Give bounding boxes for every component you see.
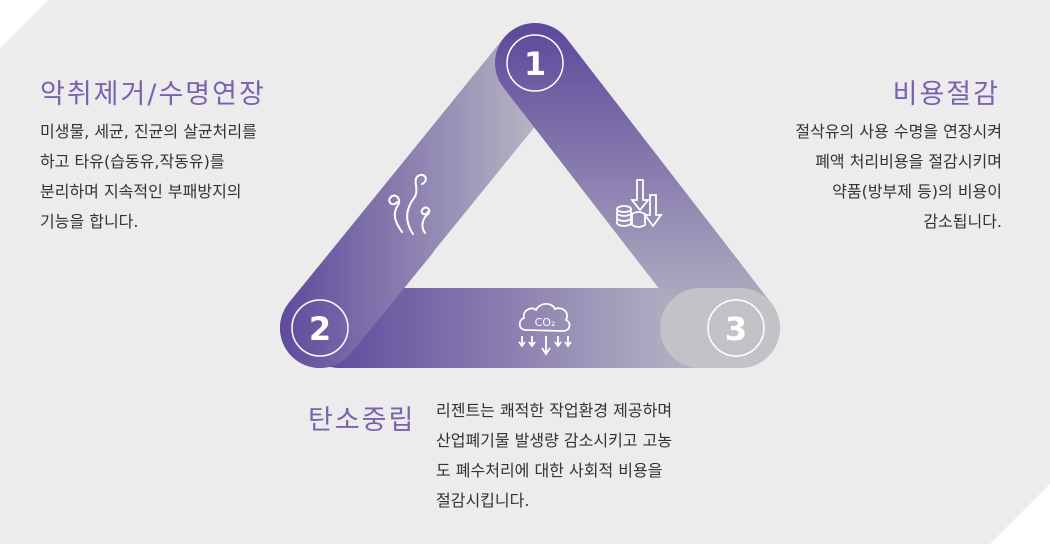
desc-line: 분리하며 지속적인 부패방지의	[40, 182, 242, 201]
desc-line: 산업폐기물 발생량 감소시키고 고농	[436, 431, 673, 450]
desc-line: 감소됩니다.	[923, 212, 1002, 231]
co2-cloud-down-icon: CO₂	[518, 302, 572, 356]
node-1: 1	[506, 34, 564, 92]
co2-label: CO₂	[535, 316, 556, 329]
desc-line: 폐액 처리비용을 절감시키며	[815, 152, 1002, 171]
band-1-to-2-overlap	[280, 190, 440, 368]
coins-down-icon	[616, 179, 663, 228]
desc-line: 절삭유의 사용 수명을 연장시켜	[795, 122, 1002, 141]
node-1-number: 1	[524, 45, 546, 83]
node-3-number: 3	[725, 310, 747, 348]
desc-line: 기능을 합니다.	[40, 212, 139, 231]
node-3: 3	[707, 299, 765, 357]
odor-removal-description: 미생물, 세균, 진균의 살균처리를 하고 타유(습동유,작동유)를 분리하며 …	[40, 117, 257, 237]
desc-line: 하고 타유(습동유,작동유)를	[40, 152, 225, 171]
corner-decoration-top-left	[0, 0, 48, 48]
cost-saving-description: 절삭유의 사용 수명을 연장시켜 폐액 처리비용을 절감시키며 약품(방부제 등…	[795, 117, 1002, 237]
desc-line: 미생물, 세균, 진균의 살균처리를	[40, 122, 257, 141]
node-2-number: 2	[309, 310, 331, 348]
smell-waves-icon	[388, 174, 431, 235]
corner-decoration-bottom-right	[990, 484, 1050, 544]
carbon-neutral-title: 탄소중립	[308, 405, 416, 436]
desc-line: 리젠트는 쾌적한 작업환경 제공하며	[436, 401, 673, 420]
cost-saving-title: 비용절감	[892, 79, 1000, 110]
node-2: 2	[291, 299, 349, 357]
desc-line: 약품(방부제 등)의 비용이	[832, 182, 1002, 201]
odor-removal-title: 악취제거/수명연장	[40, 79, 266, 110]
carbon-neutral-description: 리젠트는 쾌적한 작업환경 제공하며 산업폐기물 발생량 감소시키고 고농 도 …	[436, 396, 672, 516]
desc-line: 도 폐수처리에 대한 사회적 비용을	[436, 461, 663, 480]
desc-line: 절감시킵니다.	[436, 491, 530, 510]
